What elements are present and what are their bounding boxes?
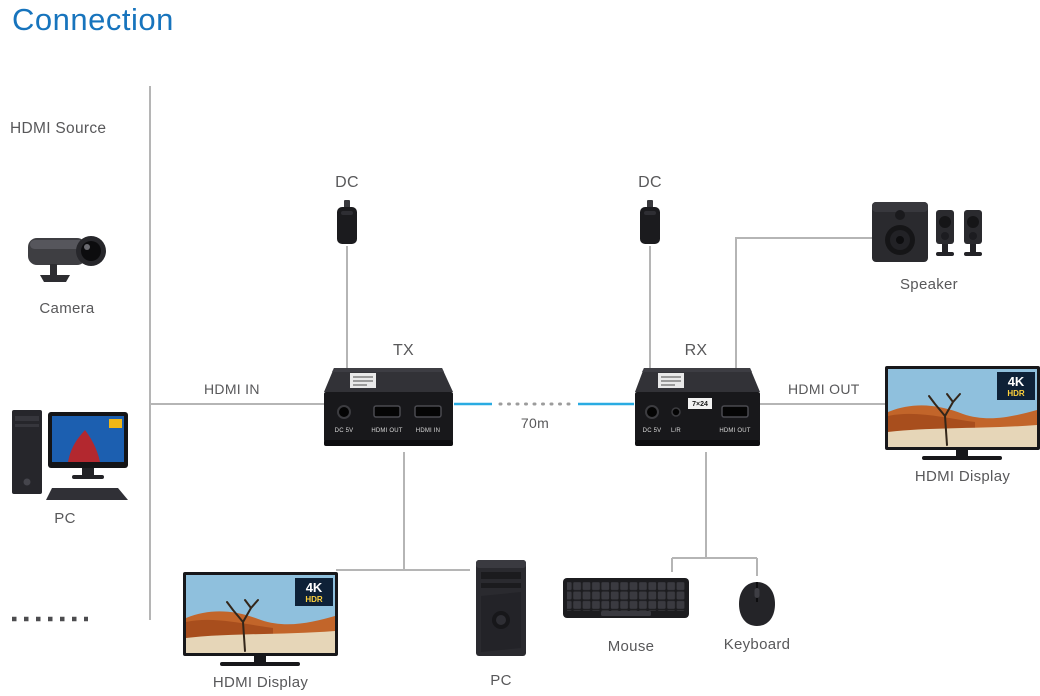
badge-hdr-text: HDR xyxy=(305,595,323,604)
keyboard-icon xyxy=(563,572,691,627)
badge-4k-text: 4K xyxy=(306,580,323,595)
pc-bottom-label: PC xyxy=(490,672,512,689)
hdmi-display-bottom-icon: 4K HDR xyxy=(183,572,338,675)
rx-hdmi-out-port xyxy=(721,405,749,418)
tx-label: TX xyxy=(392,342,415,359)
wire-speaker xyxy=(735,237,872,368)
rx-sticker xyxy=(688,398,712,409)
pc-source-label: PC xyxy=(54,510,76,527)
badge-4k-hdr xyxy=(295,578,333,606)
rx-extender-icon: 7×24 DC 5V L/R HDMI OUT xyxy=(630,362,762,457)
page-title: Connection xyxy=(12,2,174,37)
dead-tree xyxy=(226,599,259,652)
rx-sticker-label: 7×24 xyxy=(692,401,708,408)
keyboard-label: Keyboard xyxy=(723,636,791,653)
screen-badge xyxy=(109,419,122,428)
speaker-icon xyxy=(870,196,988,273)
rx-port-dc-label: DC 5V xyxy=(643,428,662,434)
rx-lr-jack xyxy=(671,407,681,417)
tx-hdmi-in-port xyxy=(414,405,442,418)
badge-4k-hdr xyxy=(997,372,1035,400)
hdmi-out-label: HDMI OUT xyxy=(788,381,860,397)
dc-adapter-tx-icon xyxy=(333,200,361,253)
tx-hdmi-out-port xyxy=(373,405,401,418)
hdmi-display-right-label: HDMI Display xyxy=(914,468,1011,485)
tx-port-hdmi-out-label: HDMI OUT xyxy=(371,428,402,434)
hdmi-in-label: HDMI IN xyxy=(204,381,260,397)
speaker-label: Speaker xyxy=(900,276,958,293)
badge-4k-text: 4K xyxy=(1008,374,1025,389)
dc-tx-label: DC xyxy=(335,174,359,191)
hdmi-display-bottom-label: HDMI Display xyxy=(212,674,309,691)
mouse-label: Mouse xyxy=(607,638,655,655)
camera-icon xyxy=(22,222,112,297)
mouse-icon xyxy=(733,574,781,634)
hdmi-display-right-icon: 4K HDR xyxy=(885,366,1040,469)
rx-label: RX xyxy=(684,342,708,359)
dead-tree xyxy=(928,393,961,446)
rx-port-hdmi-out-label: HDMI OUT xyxy=(719,428,750,434)
dc-adapter-rx-icon xyxy=(636,200,664,253)
tx-port-hdmi-in-label: HDMI IN xyxy=(416,428,440,434)
camera-label: Camera xyxy=(39,300,95,317)
rx-dc-jack xyxy=(645,405,659,419)
tx-dc-jack xyxy=(337,405,351,419)
wire-rx-peripherals xyxy=(671,452,758,576)
tx-extender-icon: DC 5V HDMI OUT HDMI IN xyxy=(318,362,455,457)
dc-rx-label: DC xyxy=(638,174,662,191)
rx-port-lr-label: L/R xyxy=(671,428,681,434)
pc-tower-icon xyxy=(468,558,534,667)
badge-hdr-text: HDR xyxy=(1007,389,1025,398)
distance-label: 70m xyxy=(520,415,550,431)
pc-source-icon xyxy=(12,408,134,511)
hdmi-source-label: HDMI Source xyxy=(10,120,107,137)
tx-port-dc-label: DC 5V xyxy=(335,428,354,434)
wire-tx-local xyxy=(336,452,470,571)
